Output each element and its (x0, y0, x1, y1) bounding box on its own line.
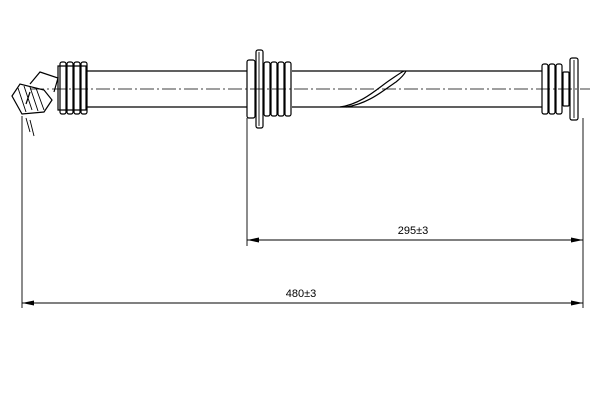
hose-body-left (87, 70, 247, 108)
right-end-fitting (541, 57, 579, 121)
dimension-480: 480±3 (22, 288, 583, 306)
middle-bracket-fitting (246, 49, 292, 129)
left-angled-fitting (11, 71, 59, 137)
extension-lines (21, 116, 584, 308)
left-crimp-sleeve (57, 61, 88, 115)
dimension-295-label: 295±3 (398, 225, 429, 237)
dimension-480-label: 480±3 (286, 288, 317, 300)
hose-body-right (292, 70, 542, 108)
dimension-295: 295±3 (247, 225, 583, 243)
